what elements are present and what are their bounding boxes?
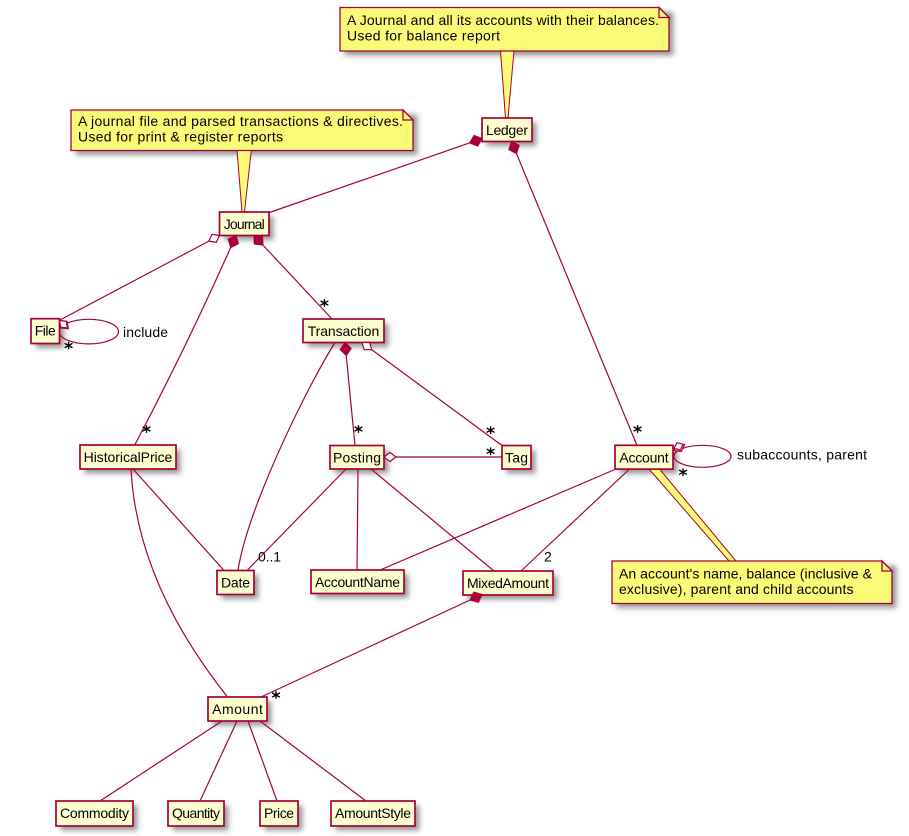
- svg-text:0..1: 0..1: [258, 549, 281, 565]
- svg-text:exclusive), parent and child a: exclusive), parent and child accounts: [619, 581, 854, 597]
- svg-text:A journal file and parsed tran: A journal file and parsed transactions &…: [78, 113, 403, 129]
- svg-text:AccountName: AccountName: [315, 574, 400, 590]
- svg-text:Journal: Journal: [224, 216, 265, 232]
- svg-text:Ledger: Ledger: [486, 122, 528, 138]
- svg-text:Commodity: Commodity: [60, 805, 129, 821]
- svg-text:Date: Date: [221, 575, 250, 591]
- svg-text:include: include: [123, 324, 168, 340]
- svg-text:2: 2: [544, 549, 552, 565]
- svg-text:Posting: Posting: [333, 450, 381, 466]
- svg-text:Quantity: Quantity: [172, 805, 220, 821]
- svg-text:Tag: Tag: [505, 450, 528, 466]
- svg-text:File: File: [35, 323, 56, 339]
- svg-text:A Journal and all its accounts: A Journal and all its accounts with thei…: [347, 12, 659, 28]
- svg-text:Price: Price: [264, 805, 294, 821]
- svg-text:HistoricalPrice: HistoricalPrice: [84, 449, 173, 465]
- svg-text:subaccounts, parent: subaccounts, parent: [737, 447, 867, 463]
- svg-text:AmountStyle: AmountStyle: [335, 805, 411, 821]
- svg-text:Amount: Amount: [212, 701, 263, 717]
- svg-text:Account: Account: [619, 449, 668, 465]
- svg-text:Used for print & register repo: Used for print & register reports: [78, 129, 283, 145]
- svg-text:Transaction: Transaction: [308, 323, 380, 339]
- svg-text:Used for balance report: Used for balance report: [347, 28, 500, 44]
- svg-text:MixedAmount: MixedAmount: [467, 575, 549, 591]
- svg-text:An account's name, balance (in: An account's name, balance (inclusive &: [619, 566, 873, 582]
